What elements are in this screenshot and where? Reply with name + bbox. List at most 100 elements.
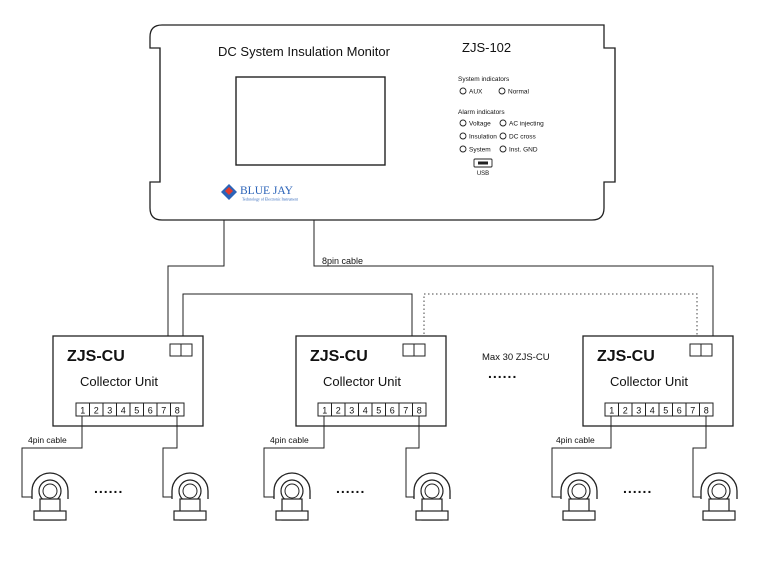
connector-port [700,343,713,357]
system-indicators-label: System indicators [458,76,510,83]
indicator-led-icon [459,132,467,140]
terminal-5: 5 [376,406,381,416]
terminal-6: 6 [148,406,153,416]
indicator-led-icon [459,87,467,95]
terminal-7: 7 [161,406,166,416]
cu-name: Collector Unit [610,374,688,389]
current-sensor-icon [413,472,451,521]
connector-port [413,343,426,357]
terminal-7: 7 [403,406,408,416]
alarm-inst-gnd-label: Inst. GND [509,147,538,154]
alarm-indicators-label: Alarm indicators [458,109,505,116]
brand-name: BLUE JAY [240,185,294,197]
collector-unit-2: ZJS-CU Collector Unit 1 2 3 4 5 6 7 8 4p… [263,335,447,498]
sensor-wire-right [162,416,178,498]
display-screen [235,76,386,166]
cable-8pin-to-cu3 [313,220,714,346]
cable-4pin-label: 4pin cable [28,435,67,445]
current-sensor-icon [171,472,209,521]
monitor-outline [149,24,616,221]
indicator-normal-label: Normal [508,89,530,96]
cable-8pin-label: 8pin cable [322,256,363,266]
current-sensor-icon [560,472,598,521]
terminal-6: 6 [390,406,395,416]
cable-lines [167,220,714,348]
terminal-7: 7 [690,406,695,416]
mount-ear-left [150,47,161,183]
terminal-8: 8 [704,406,709,416]
cable-4pin-label: 4pin cable [270,435,309,445]
monitor-title: DC System Insulation Monitor [218,44,391,59]
max-units-label: Max 30 ZJS-CU [482,352,550,363]
alarm-dc-cross-label: DC cross [509,134,536,141]
sensor-ellipsis: ...... [623,480,652,496]
monitor-model: ZJS-102 [462,40,511,55]
connector-port [402,343,415,357]
terminal-2: 2 [336,406,341,416]
sensor-ellipsis: ...... [336,480,365,496]
terminal-8: 8 [175,406,180,416]
terminal-3: 3 [349,406,354,416]
terminal-block: 1 2 3 4 5 6 7 8 [604,402,714,417]
terminal-1: 1 [609,406,614,416]
connector-port [689,343,702,357]
sensor-wire-right [692,416,707,498]
terminal-4: 4 [363,406,368,416]
sensor-wire-left [21,416,83,498]
indicator-led-icon [499,132,507,140]
terminal-2: 2 [94,406,99,416]
cable-cu1-to-cu2 [182,293,413,348]
indicator-led-icon [459,119,467,127]
mount-ear-right [604,47,616,183]
terminal-1: 1 [80,406,85,416]
cu-model: ZJS-CU [310,348,368,365]
usb-label: USB [477,171,489,177]
brand-tagline: Technology of Electronic Instrument [242,198,299,202]
connector-port [180,343,193,357]
terminal-5: 5 [134,406,139,416]
monitor-panel: DC System Insulation Monitor ZJS-102 Sys… [149,24,616,221]
terminal-4: 4 [650,406,655,416]
terminal-6: 6 [677,406,682,416]
terminal-1: 1 [322,406,327,416]
cu-model: ZJS-CU [67,348,125,365]
alarm-insulation-label: Insulation [469,134,497,141]
sensor-wire-right [405,416,420,498]
cable-cu2-to-cu3-dotted [423,293,698,346]
terminal-5: 5 [663,406,668,416]
terminal-block: 1 2 3 4 5 6 7 8 [75,402,185,417]
cable-4pin-label: 4pin cable [556,435,595,445]
indicator-led-icon [499,119,507,127]
current-sensor-icon [31,472,69,521]
indicator-led-icon [459,145,467,153]
cu-name: Collector Unit [323,374,401,389]
collector-unit-1: ZJS-CU Collector Unit 1 2 3 4 5 6 7 8 4p… [21,335,204,498]
indicator-aux-label: AUX [469,89,483,96]
terminal-block: 1 2 3 4 5 6 7 8 [317,402,427,417]
current-sensors [31,472,738,521]
cable-to-cu1-a [167,220,225,348]
terminal-4: 4 [121,406,126,416]
ellipsis-between-units: ...... [488,365,517,381]
collector-unit-3: ZJS-CU Collector Unit 1 2 3 4 5 6 7 8 4p… [551,335,734,498]
current-sensor-icon [273,472,311,521]
indicator-led-icon [498,87,506,95]
cu-model: ZJS-CU [597,348,655,365]
cu-name: Collector Unit [80,374,158,389]
alarm-voltage-label: Voltage [469,121,491,128]
indicator-led-icon [499,145,507,153]
alarm-system-label: System [469,147,491,154]
sensor-wire-left [263,416,325,498]
terminal-8: 8 [417,406,422,416]
blue-jay-logo: BLUE JAY Technology of Electronic Instru… [221,184,299,202]
sensor-wire-left [551,416,612,498]
alarm-ac-injecting-label: AC injecting [509,121,544,128]
terminal-3: 3 [107,406,112,416]
sensor-ellipsis: ...... [94,480,123,496]
usb-port-icon [473,158,493,168]
current-sensor-icon [700,472,738,521]
terminal-3: 3 [636,406,641,416]
connector-port [169,343,182,357]
terminal-2: 2 [623,406,628,416]
